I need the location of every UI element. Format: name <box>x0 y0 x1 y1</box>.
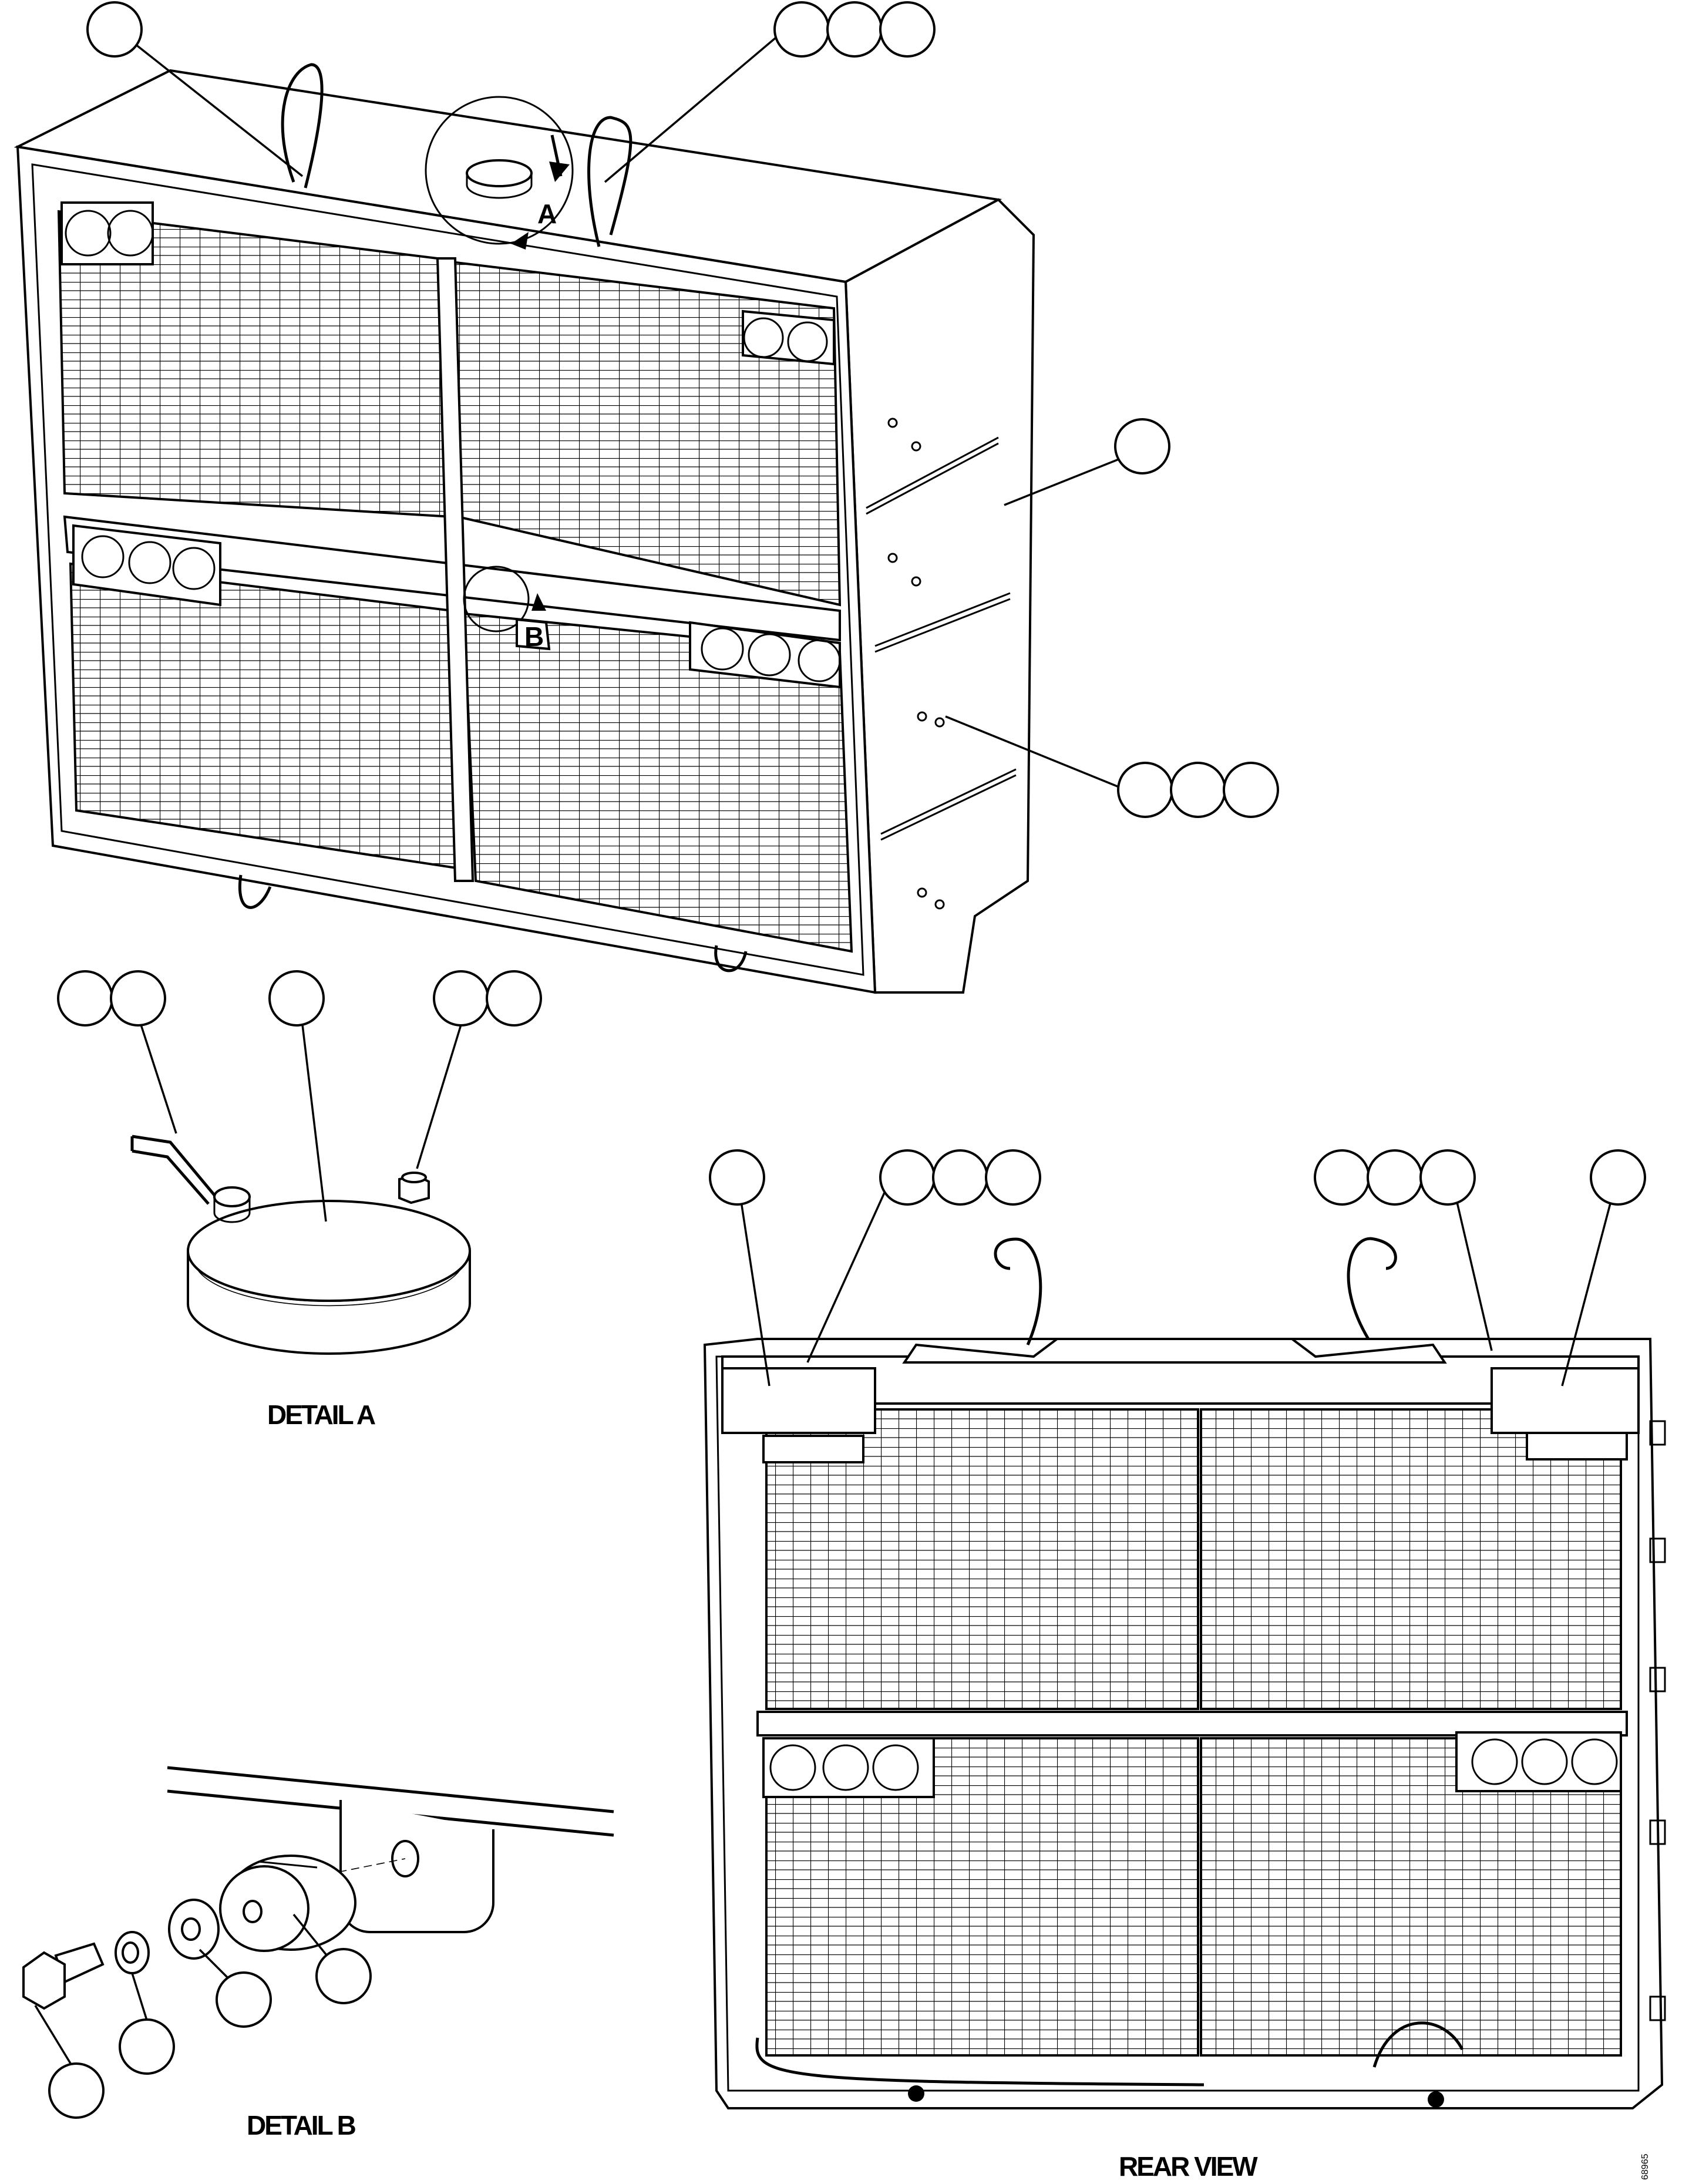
callout-detail-a-right <box>433 970 542 1027</box>
front-view: A B <box>14 63 1035 994</box>
detail-b: DETAIL B <box>22 1766 614 2141</box>
callout-front-lower-right <box>1117 762 1279 818</box>
callout-rear-right-group <box>1314 1149 1476 1206</box>
rear-view-caption: REAR VIEW <box>1119 2151 1258 2182</box>
detail-b-ref-label: B <box>524 621 543 652</box>
callout-rear-right <box>1590 1149 1646 1206</box>
detail-a-caption: DETAIL A <box>267 1399 375 1430</box>
callout-front-top-left <box>86 1 143 58</box>
callout-balloons <box>48 1 1646 2119</box>
drawing-number: 68965 <box>1640 2153 1650 2180</box>
callout-detail-b-washer <box>216 1971 272 2028</box>
callout-detail-b-bolt <box>48 2062 105 2119</box>
side-bolts <box>887 418 945 910</box>
callout-front-top-right <box>773 1 936 58</box>
detail-a-ref-label: A <box>537 198 556 229</box>
rear-view: REAR VIEW 68965 <box>703 1237 1666 2182</box>
callout-rear-left-group <box>879 1149 1041 1206</box>
callout-detail-a-left <box>57 970 166 1027</box>
callout-rear-left <box>709 1149 765 1206</box>
callout-detail-a-center <box>268 970 325 1027</box>
detail-a: DETAIL A <box>130 1135 471 1430</box>
detail-b-caption: DETAIL B <box>247 2110 356 2141</box>
callout-front-side <box>1114 418 1170 475</box>
callout-detail-b-lockwasher <box>119 2018 175 2075</box>
callout-detail-b-spacer <box>315 1948 372 2004</box>
